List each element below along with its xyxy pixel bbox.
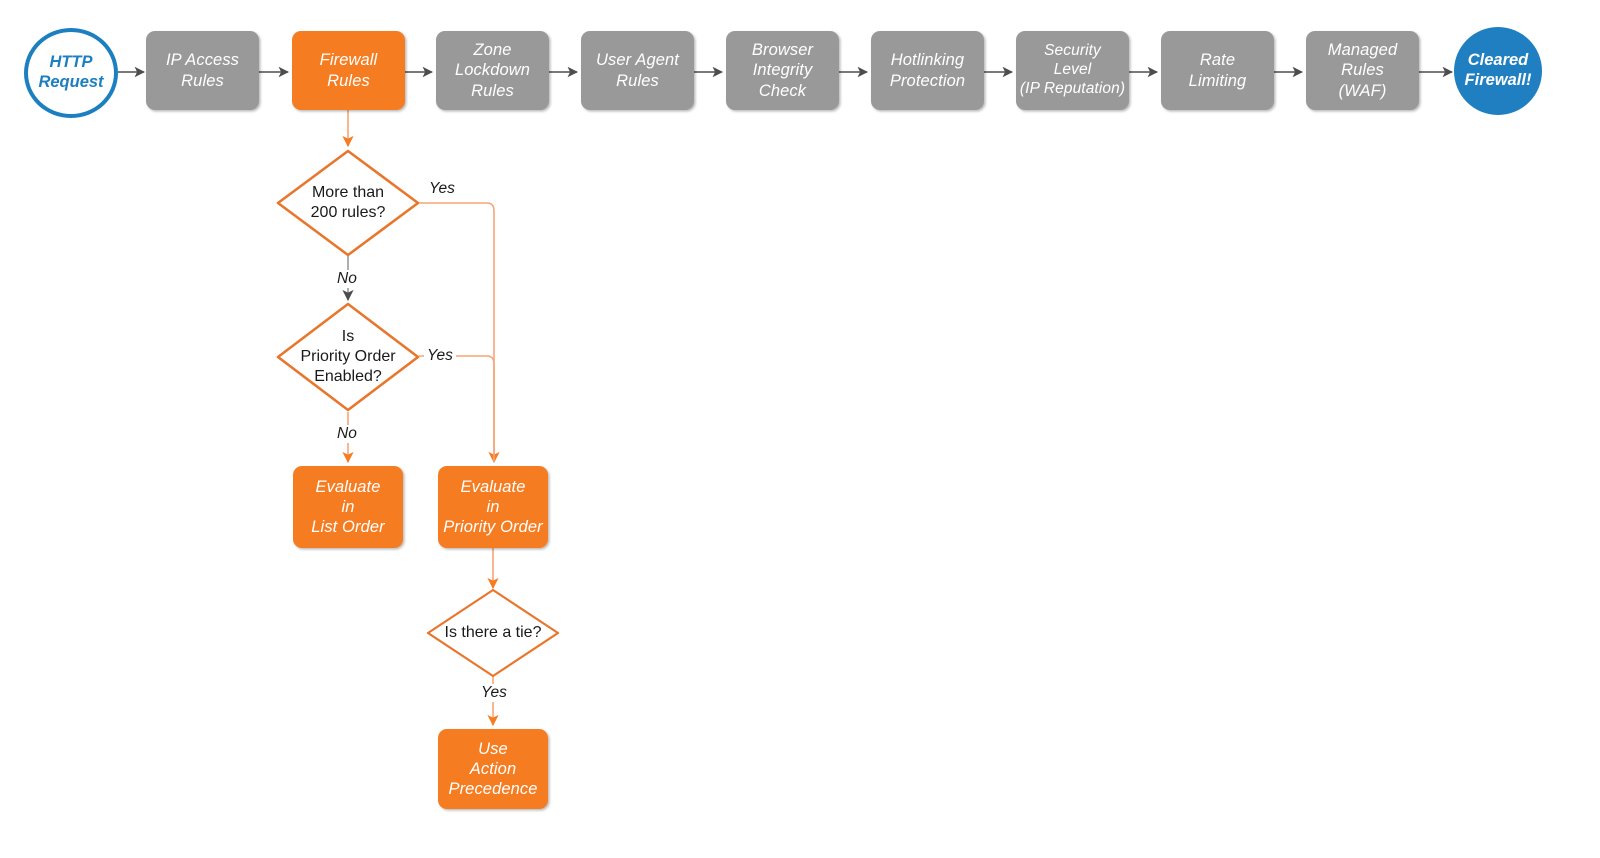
- node-hotlinking-protection[interactable]: Hotlinking Protection: [871, 31, 984, 110]
- node-rate-limiting-label: Rate Limiting: [1188, 51, 1247, 90]
- edge-label-no-priority-order: No: [334, 425, 360, 443]
- node-http-request-label: HTTP Request: [38, 53, 104, 91]
- node-use-action-precedence-label: Use Action Precedence: [448, 739, 538, 799]
- decision-priority-order-enabled[interactable]: Is Priority Order Enabled?: [276, 302, 420, 412]
- node-hotlinking-protection-label: Hotlinking Protection: [889, 51, 966, 90]
- node-evaluate-priority-order[interactable]: Evaluate in Priority Order: [438, 466, 548, 548]
- edge-label-no-200-rules: No: [334, 270, 360, 288]
- diamond-shape: [426, 588, 560, 678]
- diamond-shape: [276, 302, 420, 412]
- node-user-agent-rules[interactable]: User Agent Rules: [581, 31, 694, 110]
- node-browser-integrity-check[interactable]: Browser Integrity Check: [726, 31, 839, 110]
- node-evaluate-priority-order-label: Evaluate in Priority Order: [443, 477, 543, 537]
- node-evaluate-list-order[interactable]: Evaluate in List Order: [293, 466, 403, 548]
- node-evaluate-list-order-label: Evaluate in List Order: [311, 477, 385, 537]
- node-ip-access-rules-label: IP Access Rules: [165, 51, 240, 90]
- node-user-agent-rules-label: User Agent Rules: [596, 51, 679, 90]
- diamond-shape: [276, 149, 420, 257]
- node-use-action-precedence[interactable]: Use Action Precedence: [438, 729, 548, 809]
- node-rate-limiting[interactable]: Rate Limiting: [1161, 31, 1274, 110]
- node-firewall-rules[interactable]: Firewall Rules: [292, 31, 405, 110]
- node-security-level-label: Security Level (IP Reputation): [1019, 42, 1126, 97]
- node-managed-rules-waf-label: Managed Rules (WAF): [1327, 41, 1398, 100]
- edge-label-yes-200-rules: Yes: [426, 180, 458, 198]
- node-http-request[interactable]: HTTP Request: [24, 28, 118, 118]
- node-zone-lockdown-rules-label: Zone Lockdown Rules: [454, 41, 531, 100]
- edge-label-yes-priority-order: Yes: [424, 347, 456, 365]
- node-cleared-firewall-label: Cleared Firewall!: [1464, 51, 1532, 89]
- node-firewall-rules-label: Firewall Rules: [319, 51, 378, 90]
- node-browser-integrity-check-label: Browser Integrity Check: [751, 41, 814, 100]
- node-ip-access-rules[interactable]: IP Access Rules: [146, 31, 259, 110]
- decision-is-there-a-tie[interactable]: Is there a tie?: [426, 588, 560, 678]
- node-cleared-firewall[interactable]: Cleared Firewall!: [1454, 27, 1542, 115]
- decision-more-than-200-rules[interactable]: More than 200 rules?: [276, 149, 420, 257]
- node-managed-rules-waf[interactable]: Managed Rules (WAF): [1306, 31, 1419, 110]
- edge-label-yes-tie: Yes: [478, 684, 510, 702]
- node-security-level[interactable]: Security Level (IP Reputation): [1016, 31, 1129, 110]
- decision-more-than-200-rules-label: More than 200 rules?: [310, 184, 386, 221]
- node-zone-lockdown-rules[interactable]: Zone Lockdown Rules: [436, 31, 549, 110]
- decision-priority-order-enabled-label: Is Priority Order Enabled?: [300, 328, 396, 385]
- decision-is-there-a-tie-label: Is there a tie?: [444, 624, 542, 641]
